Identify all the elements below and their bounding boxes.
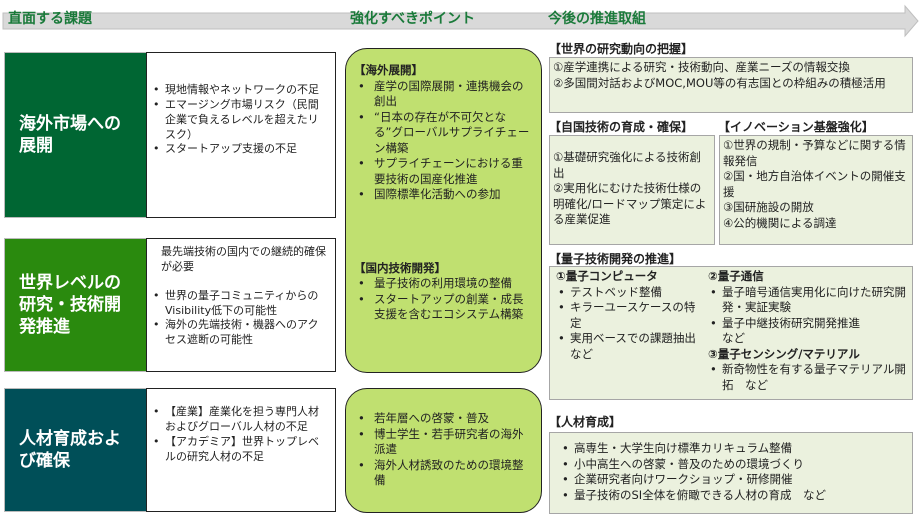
suffix: など	[722, 331, 745, 346]
issues-talent: 【産業】産業化を担う専門人材およびグローバル人材の不足【アカデミア】世界トップレ…	[146, 388, 336, 512]
action-item: ①基礎研究強化による技術創出	[553, 150, 701, 180]
issues-research: 最先端技術の国内での継続的確保が必要 世界の量子コミュニティからのVisibil…	[146, 238, 336, 372]
point-item: スタートアップの創業・成長支援を含むエコシステム構築	[354, 292, 531, 323]
category-talent: 人材育成および確保	[4, 388, 147, 512]
points-overseas-domestic: 【海外展開】 産学の国際展開・連携機会の創出“日本の存在が不可欠となる”グローバ…	[345, 48, 542, 373]
suffix: など	[570, 346, 593, 361]
action-item: 企業研究者向けワークショップ・研修開催	[560, 472, 902, 488]
quantum-title: 【量子技術開発の推進】	[549, 252, 682, 266]
point-item: 博士学生・若手研究者の海外派遣	[354, 427, 531, 458]
category-research: 世界レベルの研究・技術開発推進	[4, 238, 147, 372]
action-item: ②多国間対話およびMOC,MOU等の有志国との枠組みの積極活用	[553, 75, 886, 90]
action-item: 量子暗号通信実用化に向けた研究開発・実証実験	[708, 285, 908, 316]
action-item: ③国研施設の開放	[723, 200, 814, 215]
quantum-box: ①量子コンピュータ テストベッド整備キラーユースケースの特定実用ベースでの課題抽…	[549, 266, 913, 400]
points-talent: 若年層への啓蒙・普及博士学生・若手研究者の海外派遣海外人材誘致のための環境整備	[345, 388, 542, 513]
action-item: ④公的機関による調達	[723, 215, 837, 230]
action-item: 小中高生への啓蒙・普及のための環境づくり	[560, 457, 902, 473]
quantum-comm-title: ②量子通信	[708, 269, 764, 283]
action-item: ①世界の規制・予算などに関する情報発信	[723, 138, 906, 168]
point-item: サプライチェーンにおける重要技術の国産化推進	[354, 156, 531, 187]
points-overseas-title: 【海外展開】	[354, 63, 423, 77]
header-issues: 直面する課題	[8, 11, 92, 27]
issue-item: 【産業】産業化を担う専門人材およびグローバル人材の不足	[151, 405, 329, 435]
issues-overseas: 現地情報やネットワークの不足エマージング市場リスク（民間企業で負えるレベルを超え…	[146, 52, 336, 218]
quantum-sensing-title: ③量子センシング/マテリアル	[708, 346, 860, 361]
action-item: 高専生・大学生向け標準カリキュラム整備	[560, 441, 902, 457]
own-tech-title: 【自国技術の育成・確保】	[549, 120, 694, 134]
action-item: 量子技術のSI全体を俯瞰できる人材の育成 など	[560, 488, 902, 504]
action-item: ②国・地方自治体イベントの開催支援	[723, 169, 906, 199]
header-points: 強化すべきポイント	[350, 11, 476, 27]
issue-item: 海外の先端技術・機器へのアクセス遮断の可能性	[151, 318, 329, 348]
issue-item: エマージング市場リスク（民間企業で負えるレベルを超えたリスク）	[151, 98, 329, 143]
action-item: キラーユースケースの特定	[556, 300, 706, 331]
point-item: 若年層への啓蒙・普及	[354, 411, 531, 427]
issue-lead: 最先端技術の国内での継続的確保が必要	[161, 245, 326, 273]
header-arrow	[2, 4, 919, 38]
trends-title: 【世界の研究動向の把握】	[549, 42, 694, 56]
point-item: “日本の存在が不可欠となる”グローバルサプライチェーン構築	[354, 110, 531, 157]
quantum-computer-title: ①量子コンピュータ	[556, 269, 658, 283]
action-item: 新奇物性を有する量子マテリアル開拓 など	[708, 362, 908, 393]
action-item: ②実用化にむけた技術仕様の明確化/ロードマップ策定による産業促進	[553, 181, 707, 227]
issue-item: 【アカデミア】世界トップレベルの研究人材の不足	[151, 435, 329, 465]
action-item: ①産学連携による研究・技術動向、産業ニーズの情報交換	[553, 60, 850, 74]
action-item: 量子中継技術研究開発推進	[708, 316, 908, 332]
points-domestic-title: 【国内技術開発】	[354, 260, 446, 275]
innovation-title: 【イノベーション基盤強化】	[718, 120, 874, 134]
point-item: 量子技術の利用環境の整備	[354, 276, 531, 292]
hr-box: 高専生・大学生向け標準カリキュラム整備小中高生への啓蒙・普及のための環境づくり企…	[549, 432, 913, 514]
header-actions: 今後の推進取組	[548, 11, 646, 27]
point-item: 海外人材誘致のための環境整備	[354, 458, 531, 489]
point-item: 産学の国際展開・連携機会の創出	[354, 79, 531, 110]
action-item: テストベッド整備	[556, 285, 706, 301]
issue-item: 世界の量子コミュニティからのVisibility低下の可能性	[151, 289, 329, 319]
action-item: 実用ベースでの課題抽出	[556, 331, 706, 347]
issue-item: スタートアップ支援の不足	[151, 142, 329, 157]
issue-item: 現地情報やネットワークの不足	[151, 83, 329, 98]
hr-title: 【人材育成】	[549, 415, 622, 429]
category-overseas: 海外市場への展開	[4, 52, 147, 218]
point-item: 国際標準化活動への参加	[354, 187, 531, 203]
